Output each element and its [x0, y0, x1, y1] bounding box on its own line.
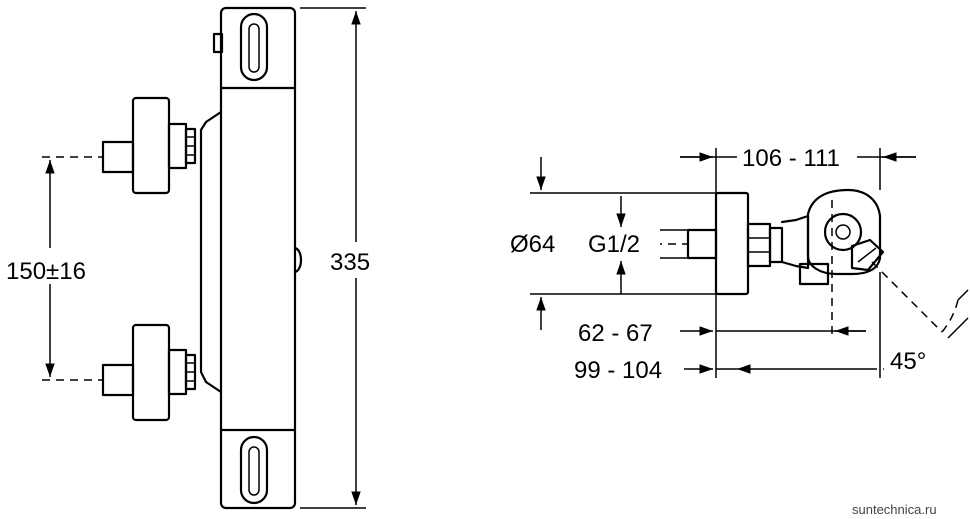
- dim-depth-mid: 62 - 67: [578, 320, 653, 347]
- dim-outer-diameter: Ø64: [510, 231, 555, 258]
- dim-total-height: 335: [330, 249, 370, 276]
- body-profile: [806, 188, 882, 276]
- top-grip: [239, 12, 269, 82]
- side-view: [530, 148, 969, 378]
- dim-depth-bottom: 99 - 104: [574, 357, 662, 384]
- watermark-text: suntechnica.ru: [852, 502, 937, 517]
- dim-angle: 45°: [890, 348, 926, 375]
- dim-thread: G1/2: [588, 231, 640, 258]
- upper-inlet: [101, 96, 197, 195]
- front-view: [42, 6, 366, 510]
- dim-depth-top: 106 - 111: [742, 145, 840, 172]
- lower-inlet: [101, 323, 197, 422]
- bottom-grip: [239, 435, 269, 505]
- wall-flange: [714, 191, 750, 296]
- mixer-body: [219, 6, 297, 510]
- dim-inlet-spacing: 150±16: [6, 258, 86, 285]
